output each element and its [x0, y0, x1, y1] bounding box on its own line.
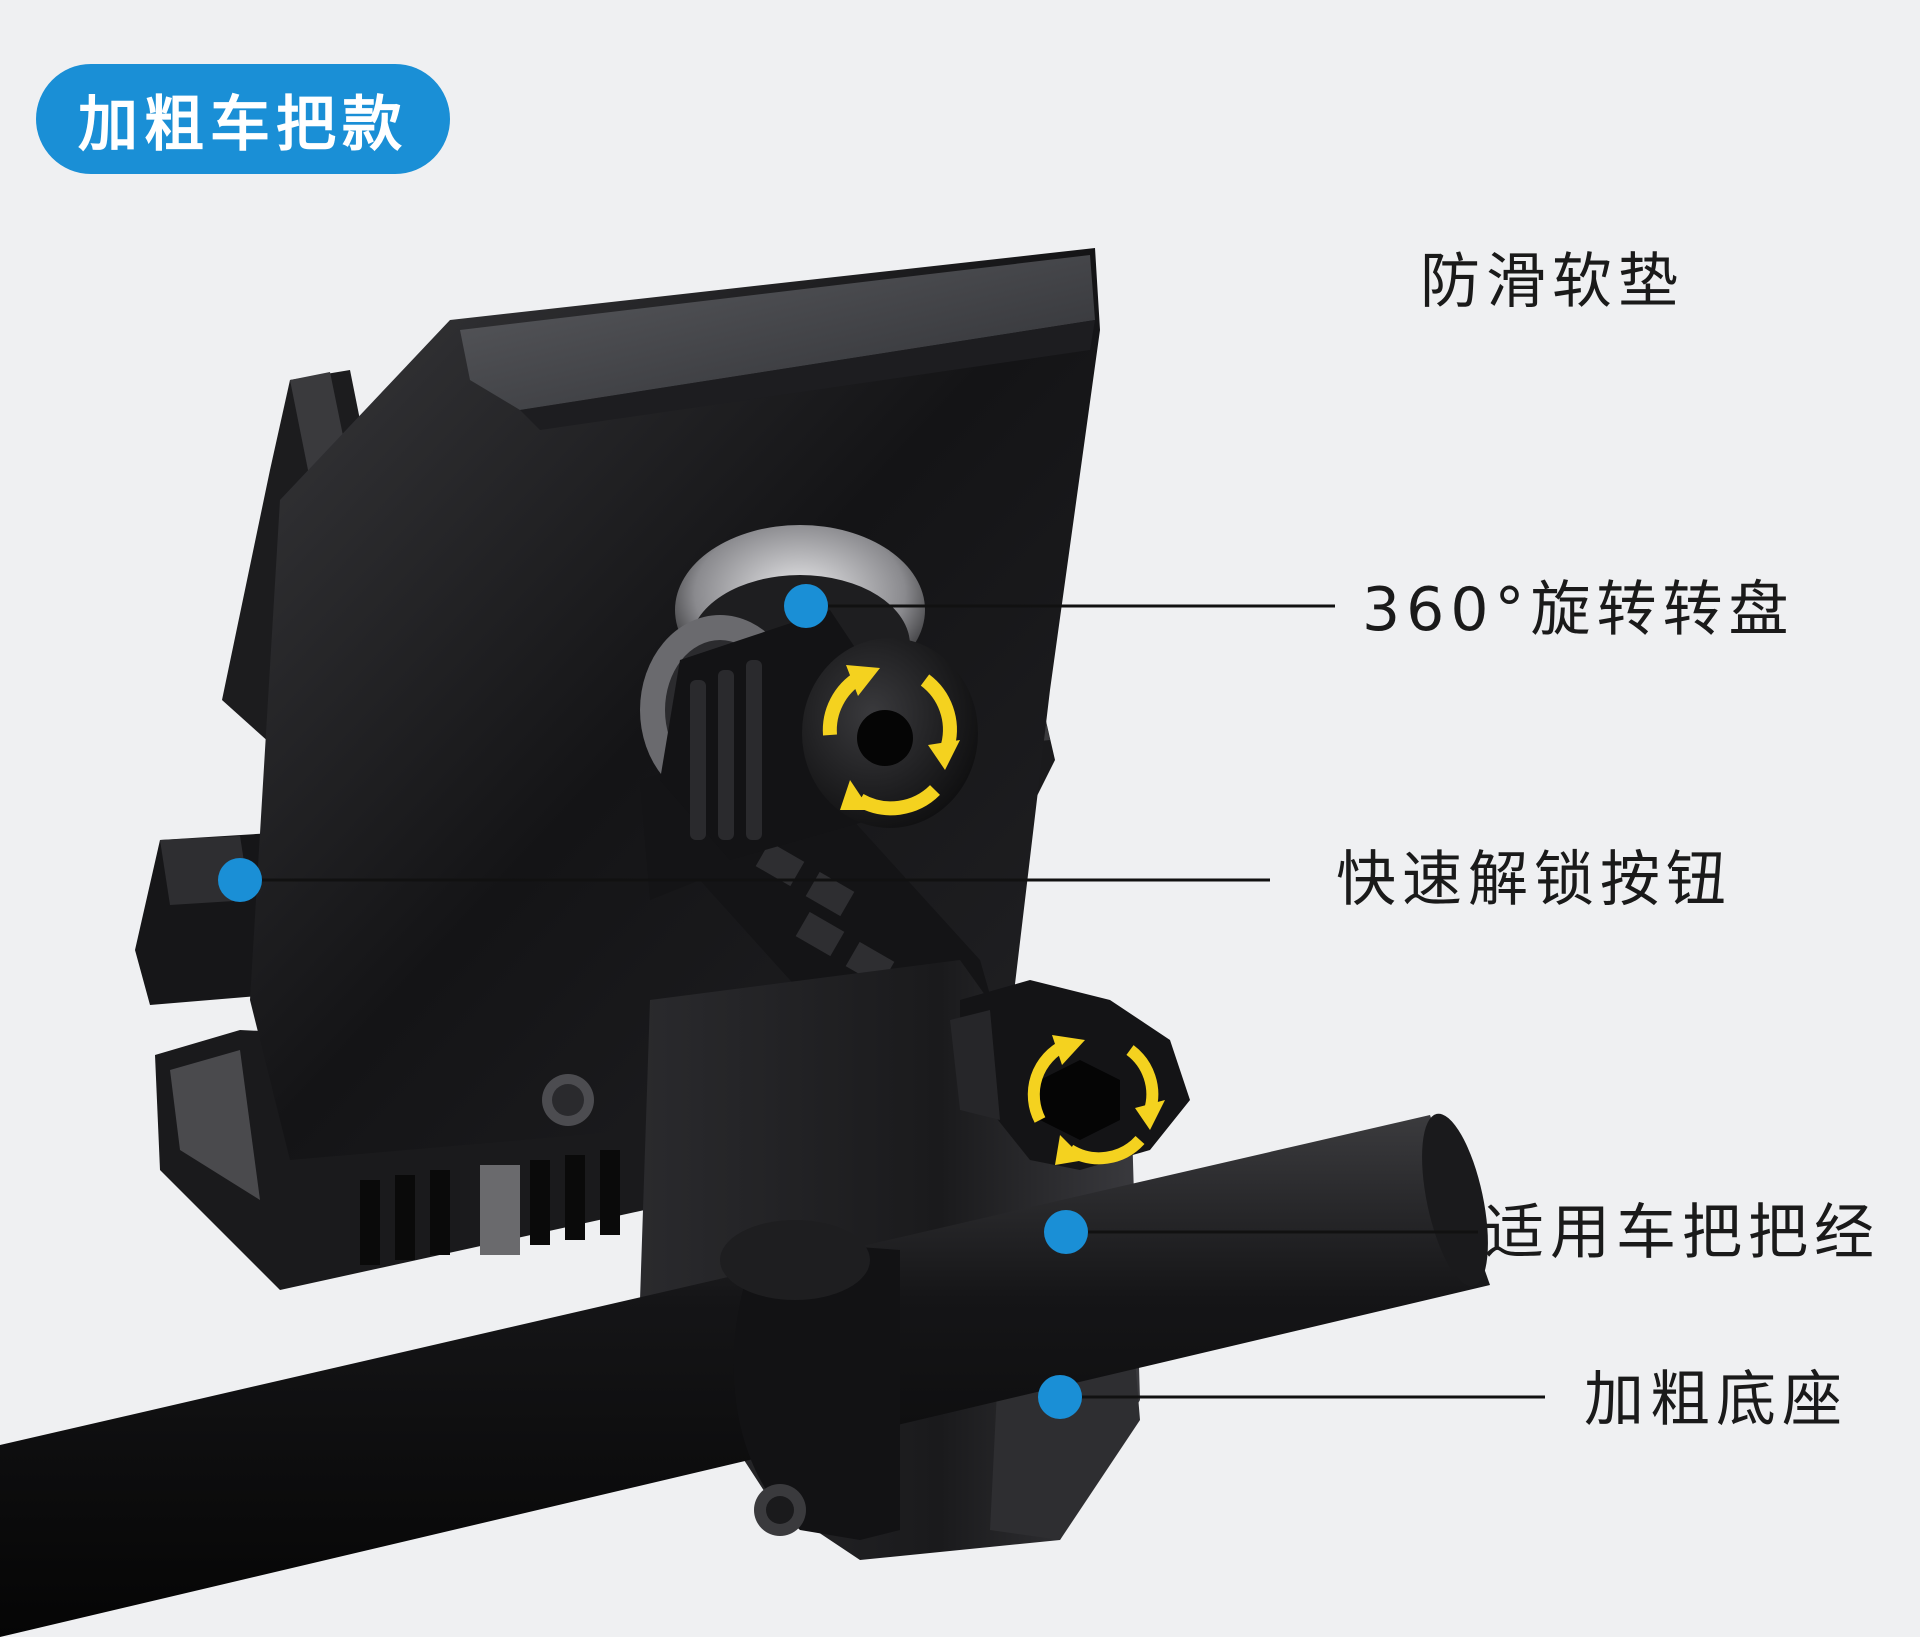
marker-thick-base [1038, 1375, 1082, 1419]
feature-label-bar-diameter: 适用车把把经 [1484, 1198, 1880, 1268]
tightening-star-knob [950, 980, 1190, 1170]
feature-label-quick-release-button: 快速解锁按钮 [1336, 845, 1732, 915]
feature-label-thick-base: 加粗底座 [1584, 1365, 1848, 1435]
callout-lines [240, 604, 1545, 1399]
marker-quick-release [218, 858, 262, 902]
category-badge: 加粗车把款 [36, 64, 450, 174]
marker-rotating-disc [784, 584, 828, 628]
clamp-ring [720, 1220, 900, 1540]
rotation-knob [660, 610, 978, 860]
feature-label-non-slip-pad: 防滑软垫 [1420, 247, 1684, 317]
category-badge-text: 加粗车把款 [78, 89, 408, 160]
marker-bar-diameter [1044, 1210, 1088, 1254]
feature-label-rotating-disc: 360°旋转转盘 [1362, 575, 1795, 645]
